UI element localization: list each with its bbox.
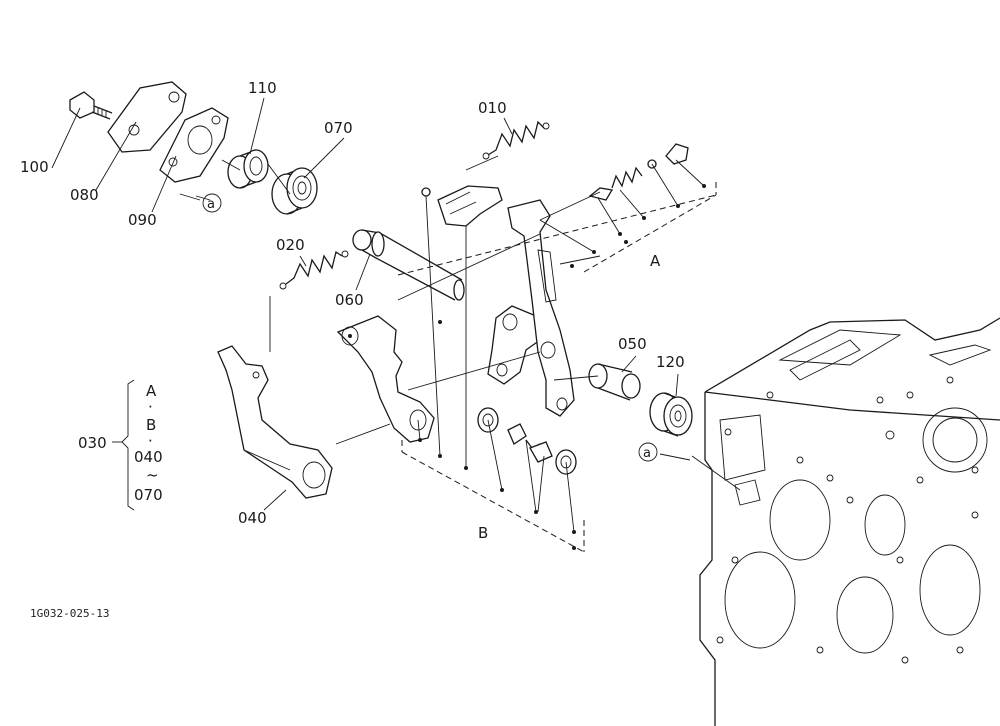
- circle-a-left: a: [179, 193, 222, 213]
- label-leaders: [51, 97, 679, 511]
- group-a-marker: A: [650, 252, 661, 270]
- bearing-120: [649, 392, 693, 437]
- leader-lines: [195, 155, 741, 533]
- shaft-060: [352, 229, 465, 301]
- bushing-110: [227, 149, 269, 189]
- label-050: 050: [618, 335, 647, 353]
- bearing-070: [271, 167, 318, 215]
- group-030-bracket: [112, 379, 135, 511]
- spring-010: [482, 120, 550, 160]
- gasket-090: [159, 107, 229, 183]
- group-030-line-040: 040: [134, 448, 163, 466]
- group-030-line-a: A: [146, 382, 157, 400]
- label-030: 030: [78, 434, 107, 452]
- governor-arm: [336, 315, 435, 443]
- engine-housing: [699, 317, 1000, 726]
- lever-040: [217, 345, 333, 499]
- cover-plate-080: [107, 81, 187, 153]
- drawing-code: 1G032-025-13: [30, 607, 109, 620]
- lower-parts-b: [477, 407, 577, 475]
- label-020: 020: [276, 236, 305, 254]
- small-bracket: [421, 185, 503, 227]
- circle-a-right-text: a: [643, 446, 651, 461]
- group-030-line-b: B: [146, 416, 156, 434]
- label-110: 110: [248, 79, 277, 97]
- spring-assembly-upper: [588, 143, 689, 201]
- leader-dots: [348, 184, 706, 550]
- group-a-boundary: [397, 182, 717, 276]
- label-040: 040: [238, 509, 267, 527]
- label-100: 100: [20, 158, 49, 176]
- bushing-050: [588, 363, 641, 401]
- fork-plate: [487, 305, 541, 385]
- bolt-100: [69, 91, 113, 120]
- label-080: 080: [70, 186, 99, 204]
- label-070: 070: [324, 119, 353, 137]
- group-b-marker: B: [478, 524, 488, 542]
- group-030-line-070: 070: [134, 486, 163, 504]
- label-060: 060: [335, 291, 364, 309]
- group-b-boundary: [401, 440, 585, 553]
- label-090: 090: [128, 211, 157, 229]
- upper-lever: [507, 199, 575, 417]
- spring-020: [279, 250, 349, 290]
- circle-a-right: a: [638, 442, 691, 462]
- group-030-dot-2: ·: [148, 432, 153, 450]
- label-120: 120: [656, 353, 685, 371]
- label-010: 010: [478, 99, 507, 117]
- group-030-tilde: ~: [146, 466, 159, 484]
- group-030-dot-1: ·: [148, 398, 153, 416]
- circle-a-left-text: a: [207, 197, 215, 212]
